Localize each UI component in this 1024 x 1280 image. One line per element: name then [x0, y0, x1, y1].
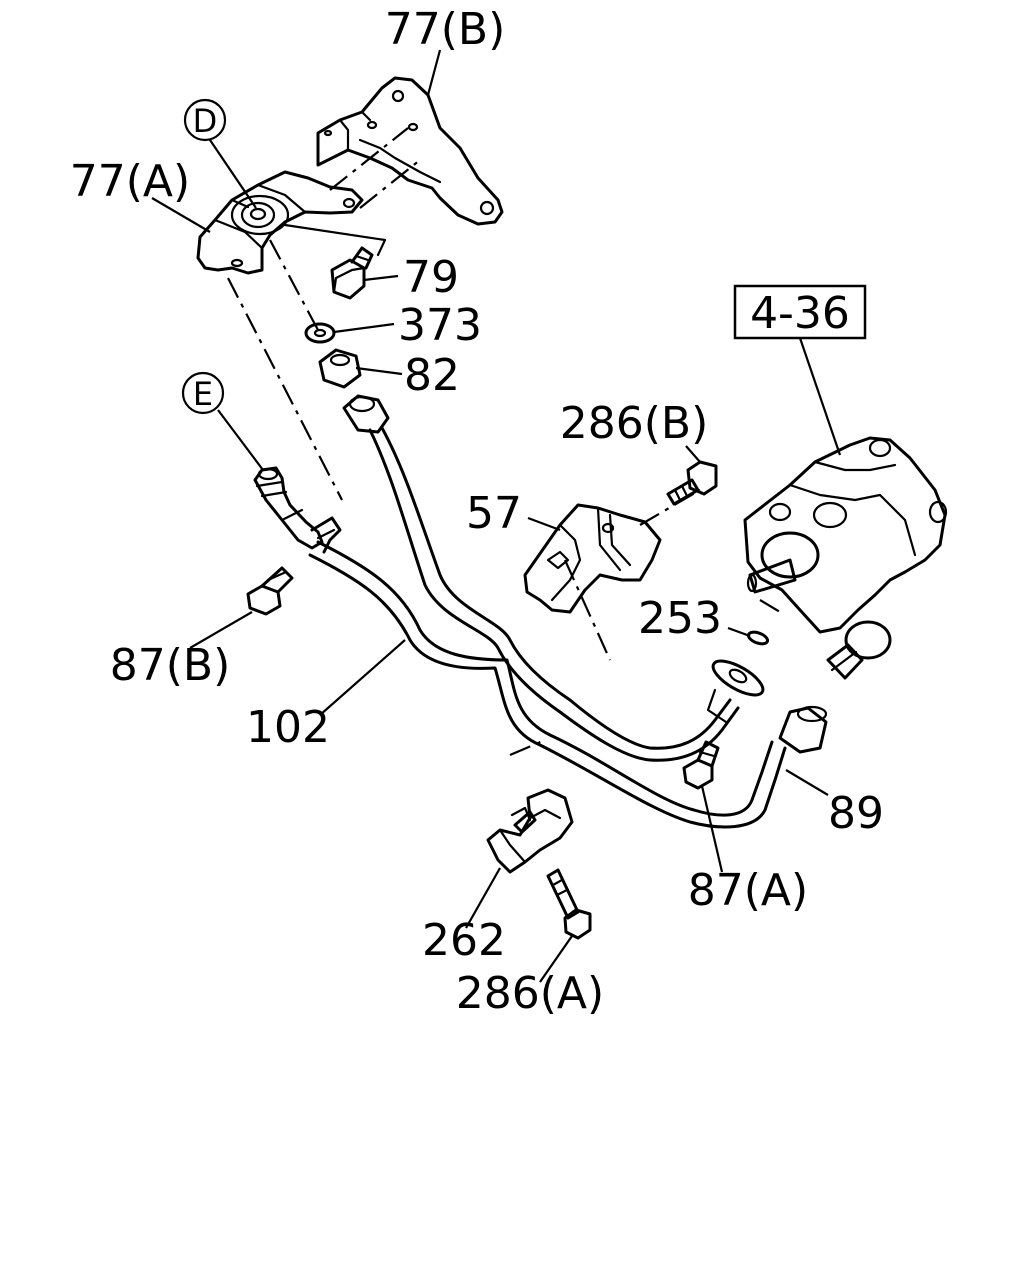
washer-373: [304, 322, 336, 344]
leader-77a: [151, 197, 211, 233]
bolt-286b: [666, 460, 718, 506]
centerline-253: [759, 599, 781, 613]
bolt-286a: [546, 868, 592, 940]
leader-102: [319, 639, 406, 716]
label-373: 373: [398, 300, 482, 351]
leader-253: [727, 626, 751, 638]
label-89: 89: [828, 788, 884, 839]
leader-57: [527, 516, 561, 532]
label-286a: 286(A): [456, 968, 604, 1019]
bolt-87a: [682, 740, 720, 790]
leader-87b: [189, 611, 253, 649]
leader-87a: [700, 785, 724, 873]
leader-262: [465, 867, 501, 929]
pipe-clamp: [310, 516, 342, 554]
bracket-77b: [316, 76, 504, 226]
leader-286a: [539, 935, 573, 983]
centerline-77: [329, 127, 409, 191]
label-79: 79: [403, 252, 459, 303]
power-steering-pump: [743, 436, 948, 680]
ref-box-436: [733, 284, 867, 340]
label-436: 4-36: [750, 288, 850, 339]
nut-89: [778, 705, 828, 754]
leader-77b: [426, 49, 442, 96]
centerline-262: [509, 738, 546, 757]
label-e: E: [193, 375, 213, 413]
pipe-102: [308, 540, 787, 829]
label-286b: 286(B): [560, 398, 709, 449]
label-77b: 77(B): [385, 4, 506, 55]
centerline-clamp: [227, 277, 343, 501]
label-253: 253: [638, 593, 722, 644]
label-102: 102: [246, 702, 330, 753]
leader-373: [333, 322, 395, 334]
clamp-262: [486, 788, 574, 874]
fitting-e: [253, 466, 324, 550]
label-57: 57: [466, 488, 522, 539]
bolt-79: [330, 246, 374, 300]
nut-82: [318, 348, 362, 389]
label-77a: 77(A): [70, 156, 190, 207]
pressure-pipe: [342, 394, 765, 762]
centerline-77b: [359, 159, 421, 209]
leader-89: [785, 769, 829, 796]
bolt-87b: [246, 566, 294, 616]
circle-ref-d: [183, 98, 227, 142]
bracket-57: [523, 503, 662, 614]
oring-253: [746, 630, 770, 646]
leader-e: [217, 409, 264, 471]
label-d: D: [193, 102, 218, 140]
label-262: 262: [422, 915, 506, 966]
centerline-79: [269, 239, 319, 331]
circle-ref-e: [181, 371, 225, 415]
bracket-77a: [196, 170, 387, 275]
label-87b: 87(B): [110, 640, 231, 691]
label-87a: 87(A): [688, 865, 808, 916]
leader-436: [798, 337, 842, 456]
leader-79: [363, 274, 399, 282]
leader-d: [209, 139, 257, 209]
label-82: 82: [404, 350, 460, 401]
leader-286b: [685, 445, 701, 463]
leader-82: [355, 366, 403, 376]
